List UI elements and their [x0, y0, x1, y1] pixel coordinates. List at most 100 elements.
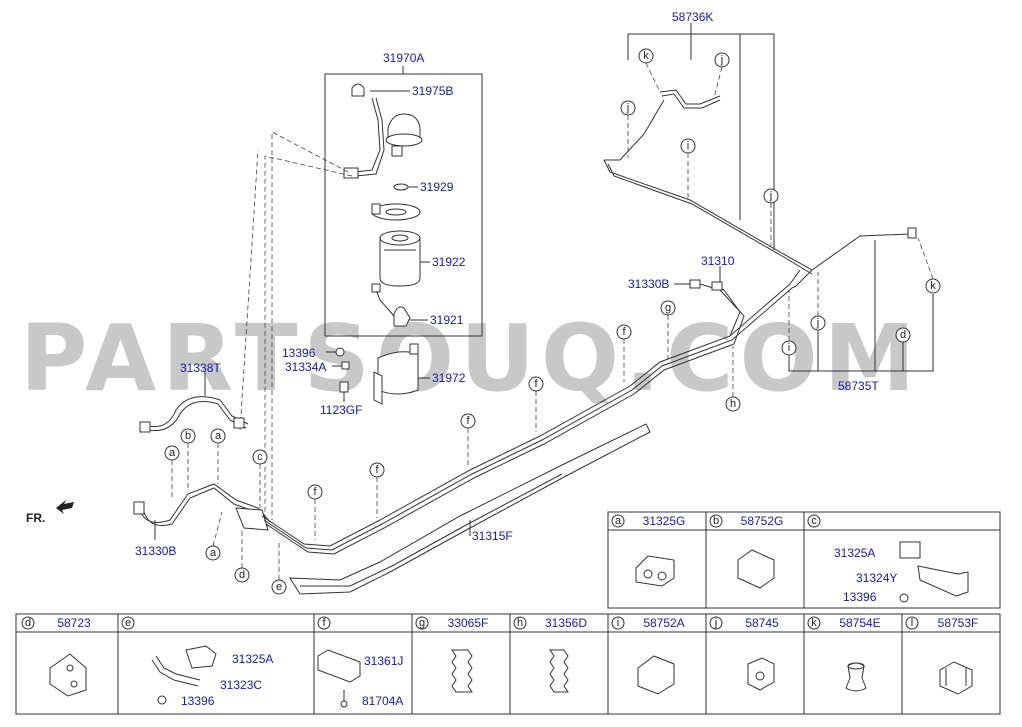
- clip-58752G-icon: [737, 549, 775, 589]
- hose-31330B-part[interactable]: [133, 483, 271, 527]
- svg-text:d: d: [900, 329, 906, 341]
- svg-text:b: b: [713, 515, 719, 527]
- legend-cell-c[interactable]: c 31325A 31324Y 13396: [807, 514, 969, 604]
- legend-cell-h[interactable]: h 31356D: [513, 616, 587, 693]
- label-31970A[interactable]: 31970A: [383, 51, 424, 65]
- legend-cell-j[interactable]: j 58745: [709, 616, 779, 691]
- label-31972[interactable]: 31972: [432, 371, 466, 385]
- legend-code-a: 31325G: [643, 514, 686, 528]
- tube-bracket-left[interactable]: [235, 507, 269, 531]
- label-31330B[interactable]: 31330B: [135, 544, 176, 558]
- clip-58753F-icon: [939, 661, 973, 695]
- legend-code-e-31323C: 31323C: [220, 678, 262, 692]
- label-31330B-top[interactable]: 31330B: [628, 277, 669, 291]
- hose-31338T-part[interactable]: [139, 396, 249, 433]
- legend-cell-i[interactable]: i 58752A: [611, 616, 685, 695]
- legend-cell-g[interactable]: g 33065F: [415, 616, 488, 693]
- legend-code-e-31325A: 31325A: [232, 652, 273, 666]
- label-1123GF[interactable]: 1123GF: [320, 403, 362, 417]
- clip-58752A-icon: [637, 655, 675, 695]
- nut-13396-icon-e: [157, 695, 167, 705]
- label-13396[interactable]: 13396: [282, 346, 316, 360]
- legend-code-e-13396: 13396: [181, 694, 215, 708]
- legend-code-b: 58752G: [741, 514, 784, 528]
- clip-markers-left: a b a c a d e: [164, 428, 287, 595]
- svg-text:a: a: [169, 447, 176, 459]
- label-31975B[interactable]: 31975B: [412, 84, 453, 98]
- svg-text:c: c: [811, 515, 817, 527]
- legend-code-h: 31356D: [545, 616, 587, 630]
- svg-text:g: g: [665, 302, 671, 314]
- svg-text:f: f: [375, 464, 379, 476]
- tube-protector-31315F[interactable]: [289, 423, 651, 595]
- svg-text:d: d: [239, 569, 245, 581]
- legend-code-f-31361J: 31361J: [364, 654, 403, 668]
- label-31338T[interactable]: 31338T: [180, 361, 221, 375]
- legend-code-j: 58745: [745, 616, 779, 630]
- label-31921[interactable]: 31921: [430, 313, 464, 327]
- svg-text:g: g: [419, 617, 425, 629]
- legend-code-l: 58753F: [938, 616, 979, 630]
- parts-legend: [15, 511, 1001, 715]
- label-31922[interactable]: 31922: [432, 255, 466, 269]
- legend-cell-a[interactable]: a 31325G: [611, 514, 686, 587]
- svg-text:c: c: [257, 451, 263, 463]
- water-sensor-part[interactable]: [371, 283, 411, 327]
- fuel-tube-assembly-31310[interactable]: [261, 269, 801, 555]
- svg-text:j: j: [626, 102, 629, 114]
- label-31929[interactable]: 31929: [420, 180, 454, 194]
- legend-code-c-31324Y: 31324Y: [856, 571, 897, 585]
- svg-text:j: j: [714, 617, 717, 629]
- bracket-31324Y-icon: [917, 565, 969, 597]
- clip-58745-icon: [747, 657, 775, 691]
- svg-text:f: f: [466, 415, 470, 427]
- svg-text:a: a: [210, 547, 217, 559]
- label-31310[interactable]: 31310: [701, 254, 735, 268]
- nut-13396-part[interactable]: [335, 347, 345, 357]
- legend-cell-b[interactable]: b 58752G: [709, 514, 784, 589]
- o-ring-part[interactable]: [393, 183, 409, 191]
- legend-code-d: 58723: [57, 616, 91, 630]
- clip-31361J-icon: [317, 649, 361, 683]
- legend-code-i: 58752A: [643, 616, 684, 630]
- label-31315F[interactable]: 31315F: [472, 529, 513, 543]
- clamp-31325G-icon: [635, 555, 675, 587]
- svg-text:e: e: [276, 581, 282, 593]
- clip-33065F-icon: [451, 649, 473, 693]
- nut-31334A-part[interactable]: [341, 361, 350, 370]
- vent-tube-58736K[interactable]: [603, 89, 917, 289]
- legend-cell-l[interactable]: l 58753F: [905, 616, 979, 695]
- svg-text:i: i: [788, 342, 790, 354]
- legend-cell-e[interactable]: e 31325A 31323C 13396: [121, 616, 273, 708]
- svg-text:d: d: [25, 617, 31, 629]
- legend-code-f-81704A: 81704A: [362, 694, 403, 708]
- bolt-1123GF-part[interactable]: [339, 381, 349, 393]
- watermark: PARTSOUQ.COM: [20, 305, 921, 412]
- label-58735T[interactable]: 58735T: [838, 379, 879, 393]
- filter-bracket-part[interactable]: [373, 343, 419, 405]
- legend-code-k: 58754E: [839, 616, 880, 630]
- legend-code-c-31325A: 31325A: [834, 546, 875, 560]
- front-arrow-icon: [56, 500, 74, 514]
- rivet-81704A-icon: [340, 700, 348, 708]
- svg-text:e: e: [125, 617, 131, 629]
- clip-markers-f: f f f f f g h: [307, 300, 741, 540]
- svg-text:i: i: [687, 140, 689, 152]
- svg-text:j: j: [769, 190, 772, 202]
- svg-text:h: h: [730, 398, 736, 410]
- svg-text:f: f: [534, 378, 538, 390]
- filter-cap-part[interactable]: [371, 203, 421, 221]
- fuel-filter-part[interactable]: [379, 230, 421, 287]
- svg-text:b: b: [185, 430, 191, 442]
- filter-head-part[interactable]: [343, 83, 423, 179]
- label-31334A[interactable]: 31334A: [285, 360, 326, 374]
- bracket-58723-icon: [49, 653, 87, 697]
- legend-cell-k[interactable]: k 58754E: [807, 616, 881, 692]
- legend-cell-f[interactable]: f 31361J 81704A: [317, 616, 403, 708]
- clip-31356D-icon: [549, 649, 569, 693]
- svg-text:l: l: [911, 617, 913, 629]
- clamp-31325A-icon: [899, 541, 921, 559]
- label-58736K[interactable]: 58736K: [672, 10, 713, 24]
- legend-cell-d[interactable]: d 58723: [21, 616, 91, 697]
